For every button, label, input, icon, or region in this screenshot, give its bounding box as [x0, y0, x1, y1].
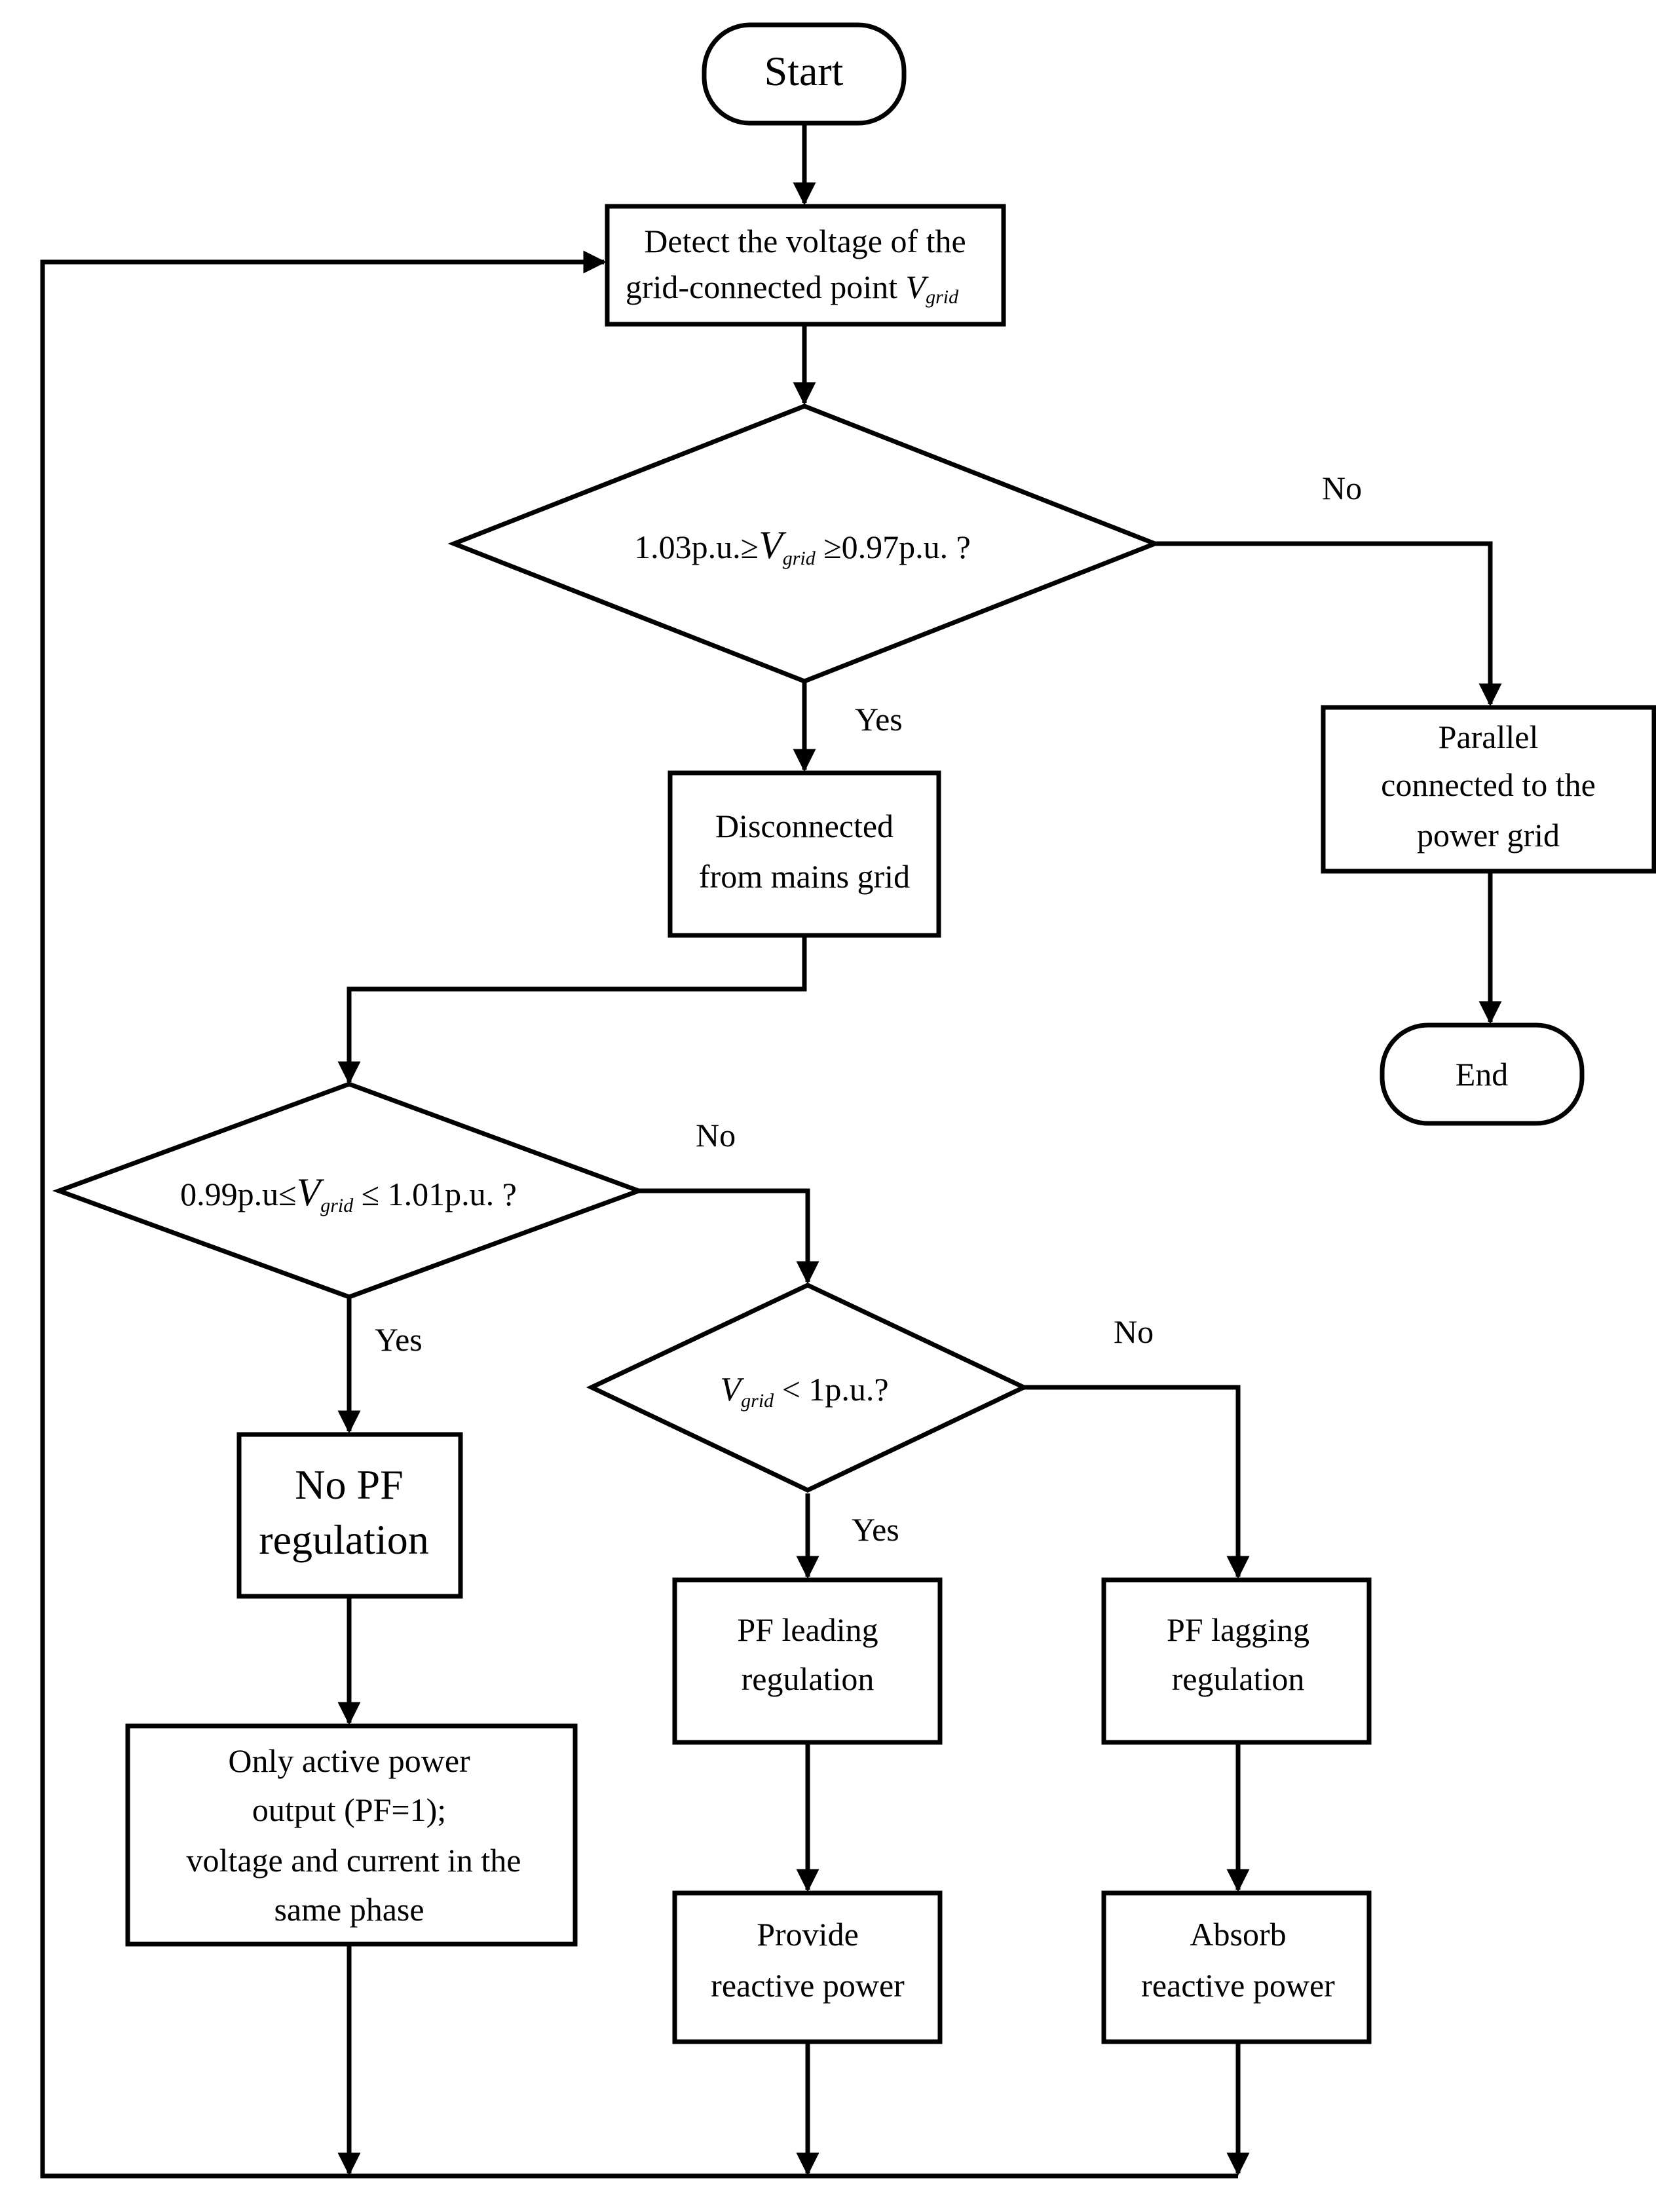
loop-back-line	[40, 250, 1238, 2179]
decision3-condition: Vgrid < 1p.u.?	[720, 1371, 888, 1412]
decision2-no-label: No	[696, 1117, 736, 1153]
active-power-output-box: Only active power output (PF=1); voltage…	[125, 1723, 578, 1947]
parallel-line3: power grid	[1417, 817, 1560, 853]
absorb-reactive-power-box: Absorb reactive power	[1101, 1890, 1372, 2044]
disconnected-line2: from mains grid	[699, 858, 910, 895]
decision3-no-label: No	[1114, 1313, 1154, 1350]
decision3-yes-label: Yes	[852, 1511, 899, 1548]
end-terminal: End	[1380, 1022, 1585, 1126]
end-label: End	[1456, 1056, 1509, 1093]
parallel-line2: connected to the	[1381, 766, 1596, 803]
arrow-decision1-no	[1155, 541, 1502, 707]
no-pf-line1: No PF	[295, 1461, 403, 1508]
provide-line2: reactive power	[711, 1967, 905, 2004]
detect-voltage-box: Detect the voltage of the grid-connected…	[605, 204, 1006, 327]
no-pf-line2: regulation	[259, 1516, 428, 1563]
provide-reactive-power-box: Provide reactive power	[672, 1890, 943, 2044]
decision1-no-label: No	[1322, 470, 1362, 506]
disconnected-line1: Disconnected	[715, 808, 894, 844]
pf-lagging-line1: PF lagging	[1167, 1611, 1309, 1648]
decision2-condition: 0.99p.u≤Vgrid ≤ 1.01p.u. ?	[180, 1171, 517, 1216]
arrow-decision2-no	[639, 1188, 819, 1284]
absorb-line2: reactive power	[1141, 1967, 1335, 2004]
arrow-decision3-no	[1024, 1385, 1250, 1579]
detect-line1: Detect the voltage of the	[644, 223, 966, 259]
start-terminal: Start	[702, 22, 907, 126]
active-power-line4: same phase	[274, 1891, 424, 1928]
decision-1: 1.03p.u.≥Vgrid ≥0.97p.u. ?	[447, 403, 1161, 684]
decision1-condition: 1.03p.u.≥Vgrid ≥0.97p.u. ?	[634, 523, 971, 569]
decision2-yes-label: Yes	[375, 1321, 423, 1358]
pf-lagging-box: PF lagging regulation	[1101, 1577, 1372, 1745]
pf-leading-box: PF leading regulation	[672, 1577, 943, 1745]
active-power-line2: output (PF=1);	[252, 1791, 446, 1828]
arrow-disconnected-to-decision2	[337, 935, 807, 1085]
start-label: Start	[764, 48, 844, 94]
disconnected-box: Disconnected from mains grid	[668, 770, 941, 938]
parallel-connected-box: Parallel connected to the power grid	[1321, 705, 1656, 874]
provide-line1: Provide	[757, 1916, 859, 1953]
decision-2: 0.99p.u≤Vgrid ≤ 1.01p.u. ?	[52, 1081, 646, 1300]
pf-lagging-line2: regulation	[1172, 1660, 1305, 1697]
connectors	[40, 124, 1502, 2179]
no-pf-regulation-box: No PF regulation	[236, 1432, 463, 1599]
pf-leading-line1: PF leading	[737, 1611, 878, 1648]
decision-3: Vgrid < 1p.u.?	[586, 1283, 1030, 1493]
active-power-line1: Only active power	[228, 1742, 470, 1779]
parallel-line1: Parallel	[1439, 719, 1539, 755]
pf-leading-line2: regulation	[742, 1660, 875, 1697]
active-power-line3: voltage and current in the	[187, 1842, 521, 1879]
decision1-yes-label: Yes	[855, 701, 903, 738]
detect-line2: grid-connected point Vgrid	[626, 269, 959, 308]
absorb-line1: Absorb	[1190, 1916, 1286, 1953]
